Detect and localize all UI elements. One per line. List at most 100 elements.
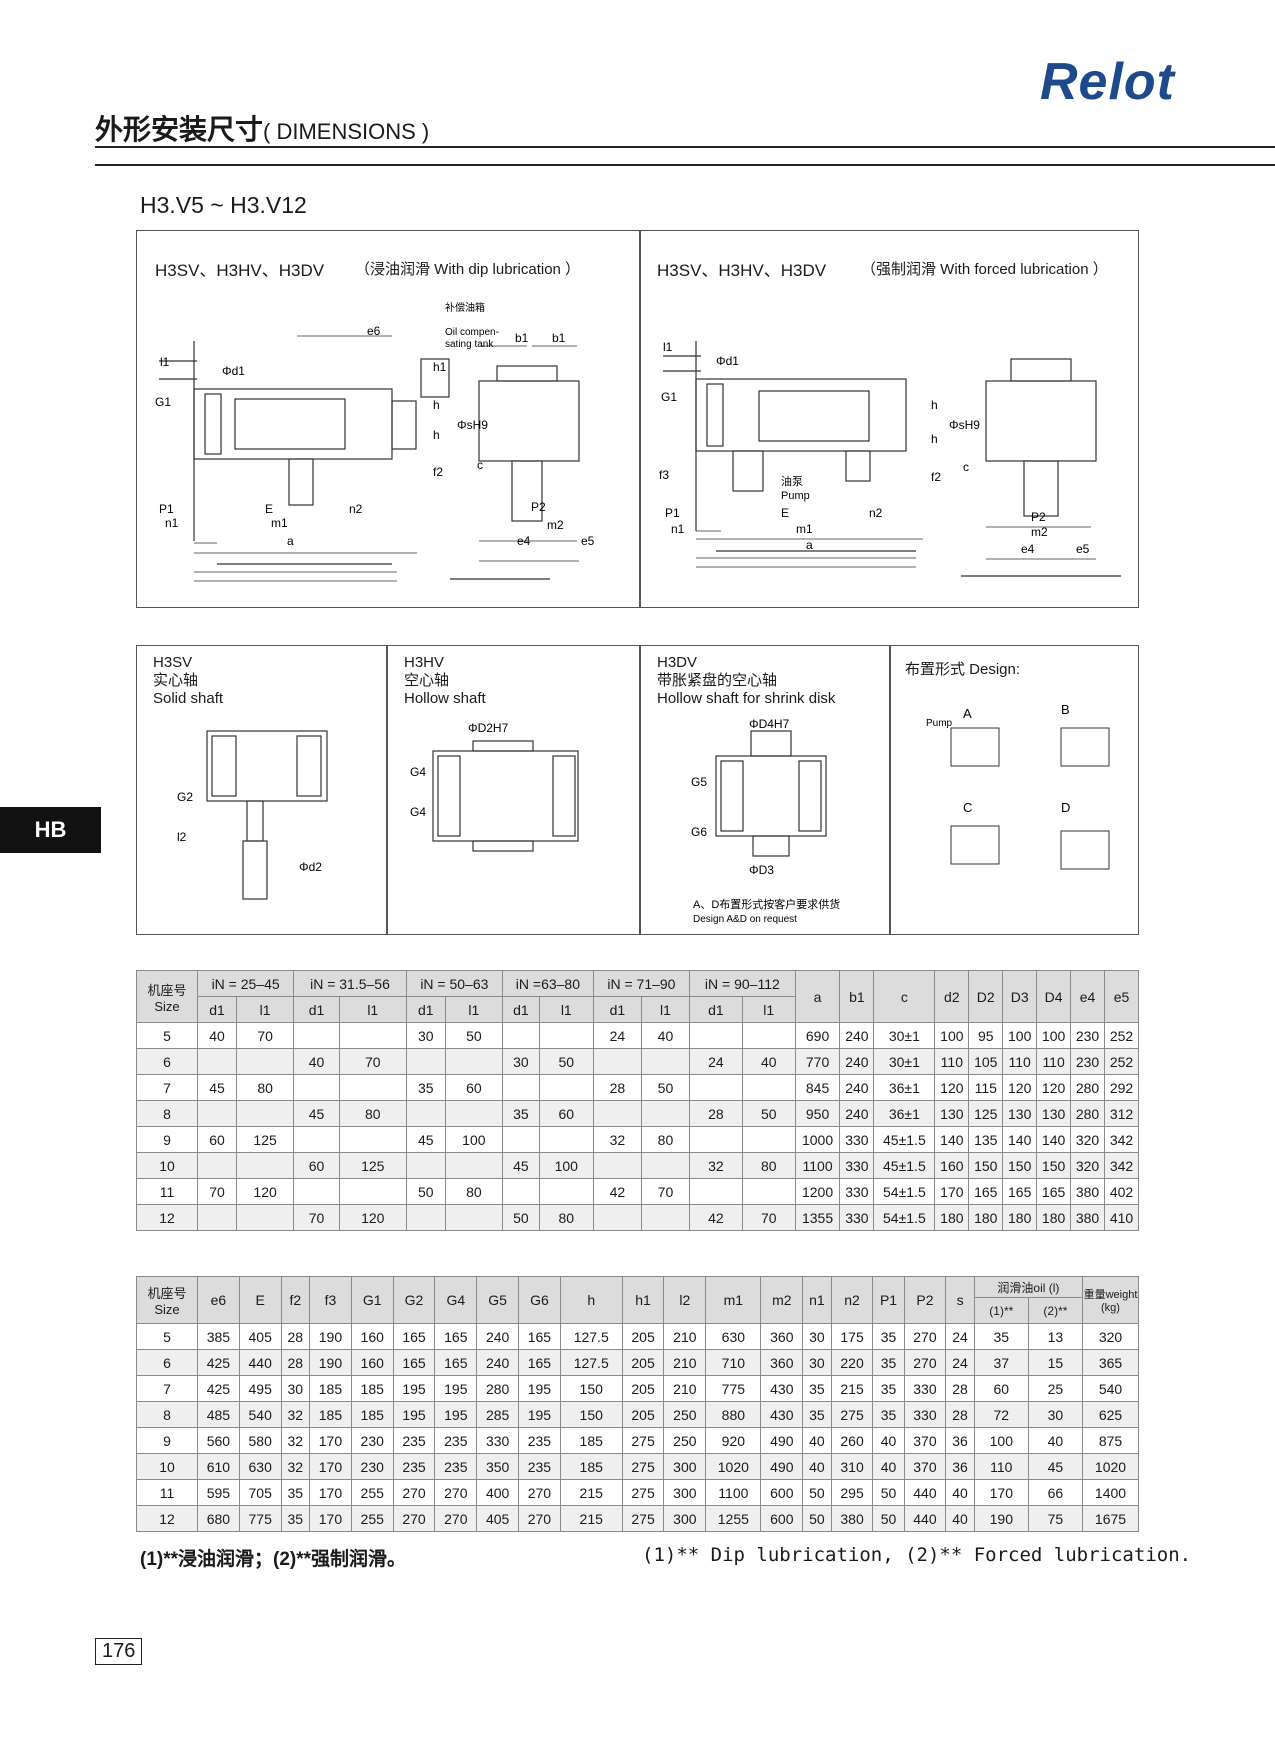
dim-n2-f: n2 (869, 506, 883, 520)
solid-en: Solid shaft (153, 690, 224, 707)
table-cell: 11 (136, 1479, 198, 1506)
table-cell: 190 (309, 1349, 352, 1376)
table-cell: 30 (1027, 1401, 1084, 1428)
table-cell (538, 1074, 594, 1101)
table-cell: 275 (621, 1479, 665, 1506)
col-header: m2 (760, 1276, 804, 1324)
table-cell: 190 (973, 1505, 1029, 1532)
col-header: b1 (839, 970, 875, 1023)
panel-solid-shaft: H3SV 实心轴 Solid shaft G2 l2 Φd2 (136, 645, 387, 935)
design-b: B (1061, 702, 1070, 717)
table-cell: 32 (280, 1427, 311, 1454)
table-cell (197, 1048, 237, 1075)
table-cell: 170 (309, 1453, 352, 1480)
table-cell: 45 (197, 1074, 237, 1101)
table-cell: 8 (136, 1401, 198, 1428)
dim-m1: m1 (271, 516, 288, 530)
col-header: n1 (802, 1276, 832, 1324)
hollow-cn: 空心轴 (404, 672, 450, 689)
table-cell: 195 (392, 1401, 436, 1428)
table-cell: 600 (760, 1505, 804, 1532)
table-cell: 130 (1036, 1100, 1072, 1127)
table-cell: 80 (741, 1152, 796, 1179)
table-cell: 330 (903, 1375, 947, 1402)
table-cell: 215 (830, 1375, 874, 1402)
table-cell: 80 (235, 1074, 295, 1101)
col-header: a (794, 970, 841, 1023)
table-cell: 32 (280, 1453, 311, 1480)
table-cell (338, 1074, 407, 1101)
design-pump: Pump (926, 718, 953, 729)
solid-cn: 实心轴 (153, 672, 199, 689)
table-cell (405, 1204, 446, 1231)
table-cell (293, 1126, 340, 1153)
table-cell: 40 (197, 1022, 237, 1049)
panel-forced-lube: （强制润滑 With forced lubrication ） (861, 261, 1108, 278)
table-cell: 35 (280, 1505, 311, 1532)
table-cell: 210 (663, 1375, 707, 1402)
table-cell: 30 (802, 1349, 832, 1376)
shrink-code: H3DV (657, 654, 698, 671)
table-cell: 115 (968, 1074, 1004, 1101)
table-cell: 540 (238, 1401, 282, 1428)
design-a: A (963, 706, 972, 721)
table-cell: 45 (501, 1152, 540, 1179)
table-cell: 252 (1103, 1048, 1140, 1075)
table-cell: 270 (392, 1505, 436, 1532)
table-cell: 80 (538, 1204, 594, 1231)
table-cell: 425 (197, 1375, 240, 1402)
table-cell (293, 1178, 340, 1205)
table-cell: 275 (621, 1505, 665, 1532)
table-cell: 60 (538, 1100, 594, 1127)
title-en: ( DIMENSIONS ) (263, 119, 430, 144)
table-cell: 50 (802, 1479, 832, 1506)
table-cell: 425 (197, 1349, 240, 1376)
table-cell: 150 (968, 1152, 1004, 1179)
sub-l1: l1 (235, 996, 295, 1023)
hollow-shaft-label: H3HV 空心轴 Hollow shaft (404, 654, 486, 708)
table-cell (689, 1022, 743, 1049)
table-cell: 1000 (794, 1126, 841, 1153)
design-arrangements: A B C D Pump (926, 702, 1110, 870)
table-cell: 1020 (705, 1453, 762, 1480)
table-cell: 160 (934, 1152, 970, 1179)
table-cell: 37 (973, 1349, 1029, 1376)
table-cell: 105 (968, 1048, 1004, 1075)
table-cell (592, 1100, 642, 1127)
table-cell (235, 1152, 295, 1179)
table-cell: 13 (1027, 1323, 1084, 1350)
table-cell: 270 (434, 1505, 478, 1532)
table-cell: 405 (238, 1323, 282, 1350)
dim-sh9: ΦsH9 (457, 418, 488, 432)
table-cell (741, 1074, 796, 1101)
table-cell: 40 (802, 1453, 832, 1480)
solid-shaft-label: H3SV 实心轴 Solid shaft (153, 654, 223, 708)
table-cell: 310 (830, 1453, 874, 1480)
table-cell (235, 1100, 295, 1127)
section-tab-hb[interactable]: HB (0, 807, 101, 853)
table-cell: 35 (405, 1074, 446, 1101)
sub-l1: l1 (640, 996, 691, 1023)
table-cell: 275 (621, 1427, 665, 1454)
table-cell: 630 (238, 1453, 282, 1480)
col-header: D2 (968, 970, 1004, 1023)
table-cell: 170 (973, 1479, 1029, 1506)
panel-forced-models: H3SV、H3HV、H3DV (657, 261, 827, 280)
table-cell: 30±1 (873, 1048, 936, 1075)
table-cell (501, 1126, 540, 1153)
table-cell (640, 1048, 691, 1075)
solid-shaft-drawing: G2 l2 Φd2 (177, 730, 328, 900)
table-cell: 15 (1027, 1349, 1084, 1376)
table-cell: 270 (518, 1505, 561, 1532)
dim-b1-right: b1 (552, 331, 566, 345)
table-cell: 60 (444, 1074, 503, 1101)
table-cell: 270 (903, 1349, 947, 1376)
table-cell: 320 (1070, 1126, 1105, 1153)
table-cell: 770 (794, 1048, 841, 1075)
table-cell (197, 1100, 237, 1127)
table-cell: 42 (689, 1204, 743, 1231)
table-cell: 35 (872, 1401, 905, 1428)
